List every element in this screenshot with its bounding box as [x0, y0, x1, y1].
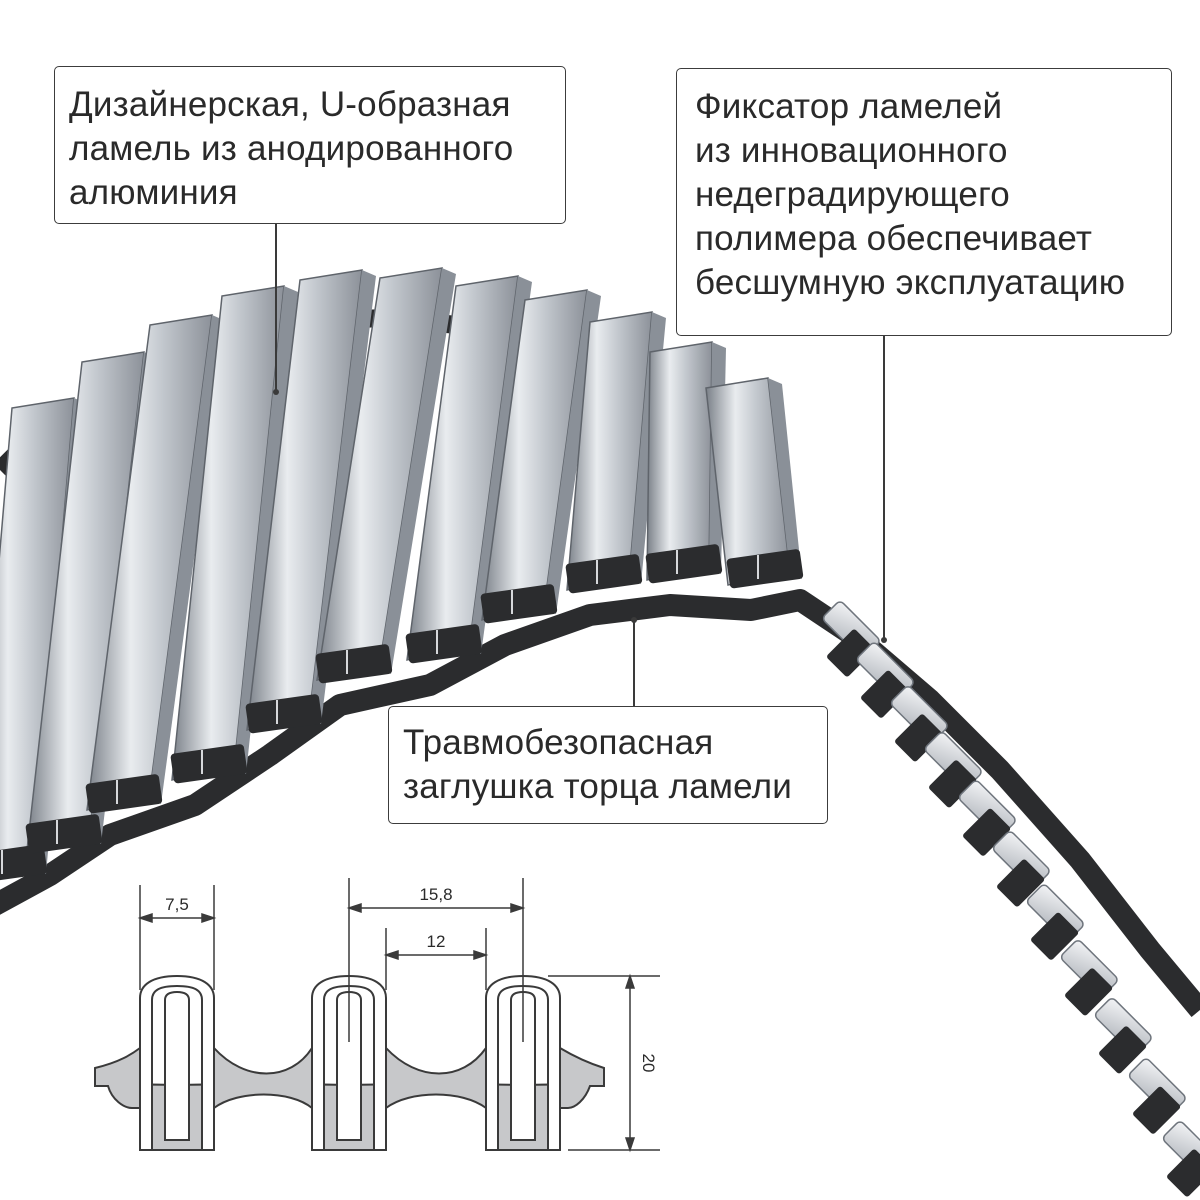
callout-lamel: Дизайнерская, U-образная ламель из аноди…	[54, 66, 566, 224]
chain-bottom	[0, 589, 1200, 1018]
side-fixator	[1133, 1086, 1181, 1134]
slat	[646, 341, 713, 581]
end-cap	[85, 774, 163, 814]
side-fixator	[929, 760, 977, 808]
callout-lamel-line-2: ламель из анодированного	[69, 129, 514, 168]
callout-cap-line-1: Травмобезопасная	[403, 723, 714, 762]
slat-side	[768, 378, 802, 579]
side-fixator	[1167, 1149, 1200, 1197]
side-fixator	[827, 629, 875, 677]
callout-lamel-line-3: алюминия	[69, 173, 238, 212]
leader-lines	[275, 224, 885, 706]
slat-side	[379, 268, 456, 674]
side-fixator	[1031, 912, 1079, 960]
dim-slat-width: 7,5	[165, 895, 189, 914]
end-caps	[0, 544, 804, 884]
end-cap	[25, 814, 103, 854]
end-cap	[405, 624, 483, 664]
end-cap	[565, 554, 643, 594]
u-profile-1	[139, 974, 215, 1151]
callout-fixator-line-1: Фиксатор ламелей	[695, 87, 1003, 126]
leader-dot-lamel	[273, 389, 279, 395]
end-cap	[480, 584, 558, 624]
dim-pitch: 15,8	[419, 885, 452, 904]
u-profile-2	[311, 974, 387, 1151]
callout-fixator-line-5: бесшумную эксплуатацию	[695, 263, 1126, 302]
callout-cap-line-2: заглушка торца ламели	[403, 767, 793, 806]
side-fixator	[1065, 968, 1113, 1016]
side-profile	[822, 601, 1200, 1197]
end-cap	[170, 744, 248, 784]
side-fixator	[861, 670, 909, 718]
side-fixator	[895, 714, 943, 762]
callout-fixator-line-3: недеградирующего	[695, 175, 1010, 214]
u-profile-3	[485, 974, 561, 1151]
callout-fixator-line-4: полимера обеспечивает	[695, 219, 1093, 258]
callout-lamel-line-1: Дизайнерская, U-образная	[69, 85, 511, 124]
end-cap	[645, 544, 723, 584]
leader-dot-cap	[631, 617, 637, 623]
cross-section-drawing: 7,5 15,8 12 20	[94, 878, 660, 1153]
slat-side	[234, 286, 298, 774]
end-cap	[0, 844, 48, 884]
slat-side	[309, 270, 376, 724]
callout-cap: Травмобезопасная заглушка торца ламели	[388, 706, 828, 824]
callout-fixator-line-2: из инновационного	[695, 131, 1008, 170]
end-cap	[315, 644, 393, 684]
dim-height: 20	[639, 1054, 658, 1073]
leader-dot-fixator	[881, 637, 887, 643]
side-fixator	[963, 808, 1011, 856]
side-fixator	[997, 859, 1045, 907]
callout-fixator: Фиксатор ламелей из инновационного недег…	[676, 68, 1172, 336]
side-slat	[1162, 1121, 1200, 1179]
dim-gap: 12	[427, 932, 446, 951]
end-cap	[726, 549, 804, 589]
end-cap	[245, 694, 323, 734]
side-fixator	[1099, 1026, 1147, 1074]
